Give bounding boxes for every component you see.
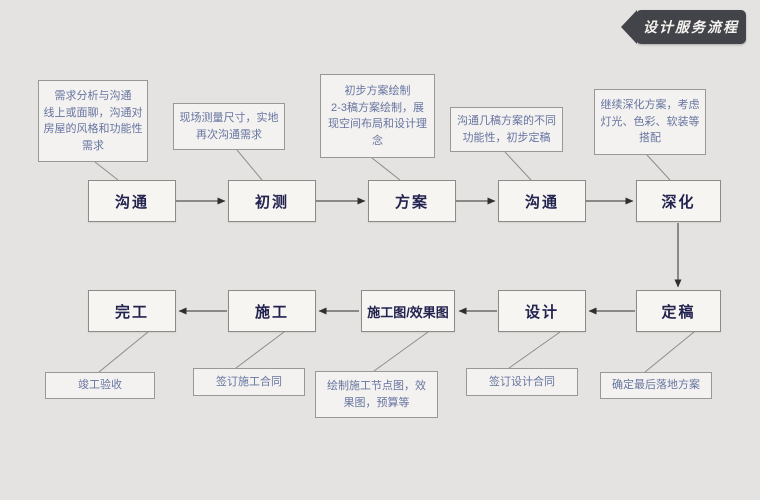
annotation-drawings-detail: 绘制施工节点图，效 果图，预算等 [315, 371, 438, 418]
annotation-construction-contract: 签订施工合同 [193, 368, 305, 396]
flow-step-complete: 完工 [88, 290, 176, 332]
annotation-acceptance: 竣工验收 [45, 372, 155, 399]
flow-step-design: 设计 [498, 290, 586, 332]
annotation-site-measure: 现场测量尺寸，实地 再次沟通需求 [173, 103, 285, 150]
flow-step-communicate-2: 沟通 [498, 180, 586, 222]
annotation-requirements: 需求分析与沟通 线上或面聊，沟通对 房屋的风格和功能性 需求 [38, 80, 148, 162]
page-title: 设计服务流程 [643, 19, 739, 35]
flow-step-deepen: 深化 [636, 180, 721, 222]
annotation-discuss-drafts: 沟通几稿方案的不同 功能性，初步定稿 [450, 107, 563, 152]
annotation-draft-plans: 初步方案绘制 2-3稿方案绘制，展 现空间布局和设计理 念 [320, 74, 435, 158]
flow-step-proposal: 方案 [368, 180, 456, 222]
annotation-final-plan: 确定最后落地方案 [600, 372, 712, 399]
flow-step-drawings: 施工图/效果图 [361, 290, 455, 332]
annotation-deepen-details: 继续深化方案，考虑 灯光、色彩、软装等 搭配 [594, 89, 706, 155]
flow-step-initial-measure: 初测 [228, 180, 316, 222]
flow-step-communicate-1: 沟通 [88, 180, 176, 222]
title-ribbon: 设计服务流程 [636, 10, 746, 44]
annotation-design-contract: 签订设计合同 [466, 368, 578, 396]
flow-step-finalize: 定稿 [636, 290, 721, 332]
flow-step-construction: 施工 [228, 290, 316, 332]
